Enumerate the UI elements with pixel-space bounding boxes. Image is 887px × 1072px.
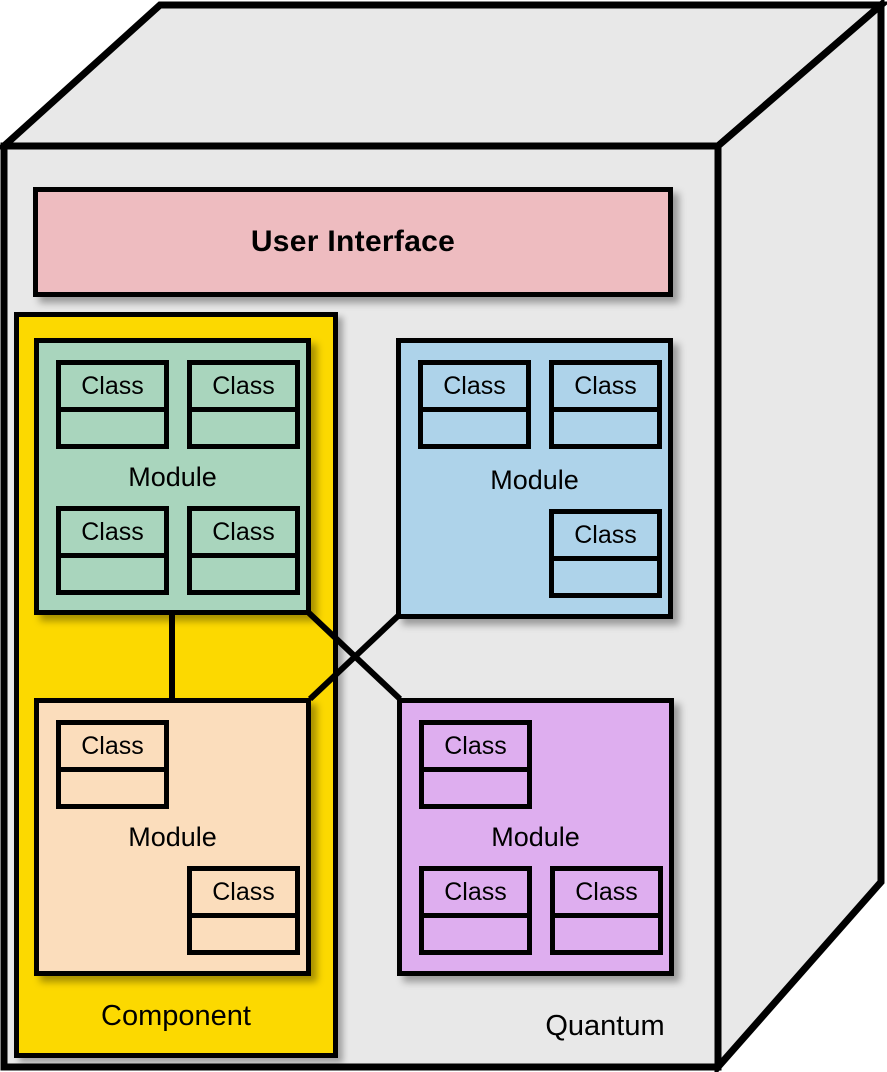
class-body-row xyxy=(555,918,658,950)
class-name-row: Class xyxy=(61,365,164,412)
class-body-row xyxy=(61,558,164,590)
module-purple[interactable]: Class Module Class Class xyxy=(397,698,674,976)
class-name-row: Class xyxy=(192,871,295,918)
class-box[interactable]: Class xyxy=(418,360,531,449)
class-body-row xyxy=(192,412,295,444)
class-box[interactable]: Class xyxy=(187,360,300,449)
module-blue[interactable]: Class Class Module Class xyxy=(396,338,673,619)
class-name-row: Class xyxy=(192,511,295,558)
class-name-row: Class xyxy=(61,511,164,558)
class-body-row xyxy=(424,918,527,950)
class-body-row xyxy=(423,412,526,444)
class-name-row: Class xyxy=(554,514,657,561)
class-box[interactable]: Class xyxy=(56,720,169,809)
class-box[interactable]: Class xyxy=(419,720,532,809)
class-name-row: Class xyxy=(554,365,657,412)
class-box[interactable]: Class xyxy=(187,866,300,955)
module-label: Module xyxy=(491,822,580,852)
class-body-row xyxy=(424,772,527,804)
class-box[interactable]: Class xyxy=(419,866,532,955)
class-name-row: Class xyxy=(192,365,295,412)
class-name-row: Class xyxy=(424,725,527,772)
component-label: Component xyxy=(101,1000,251,1032)
module-label: Module xyxy=(128,822,217,852)
quantum-box-right-face xyxy=(714,0,885,1072)
class-name-row: Class xyxy=(424,871,527,918)
module-green[interactable]: Class Class Module Class Class xyxy=(34,338,311,615)
user-interface-box[interactable]: User Interface xyxy=(33,187,673,297)
class-body-row xyxy=(192,558,295,590)
class-box[interactable]: Class xyxy=(549,360,662,449)
quantum-label: Quantum xyxy=(545,1010,665,1042)
module-label: Module xyxy=(490,465,579,495)
class-body-row xyxy=(554,412,657,444)
module-peach[interactable]: Class Module Class xyxy=(34,698,311,976)
class-box[interactable]: Class xyxy=(56,506,169,595)
class-name-row: Class xyxy=(555,871,658,918)
class-body-row xyxy=(192,918,295,950)
class-name-row: Class xyxy=(61,725,164,772)
class-box[interactable]: Class xyxy=(56,360,169,449)
class-body-row xyxy=(61,772,164,804)
class-body-row xyxy=(61,412,164,444)
class-box[interactable]: Class xyxy=(187,506,300,595)
class-body-row xyxy=(554,561,657,593)
class-name-row: Class xyxy=(423,365,526,412)
class-box[interactable]: Class xyxy=(550,866,663,955)
user-interface-label: User Interface xyxy=(250,225,456,258)
class-box[interactable]: Class xyxy=(549,509,662,598)
module-label: Module xyxy=(128,462,217,492)
